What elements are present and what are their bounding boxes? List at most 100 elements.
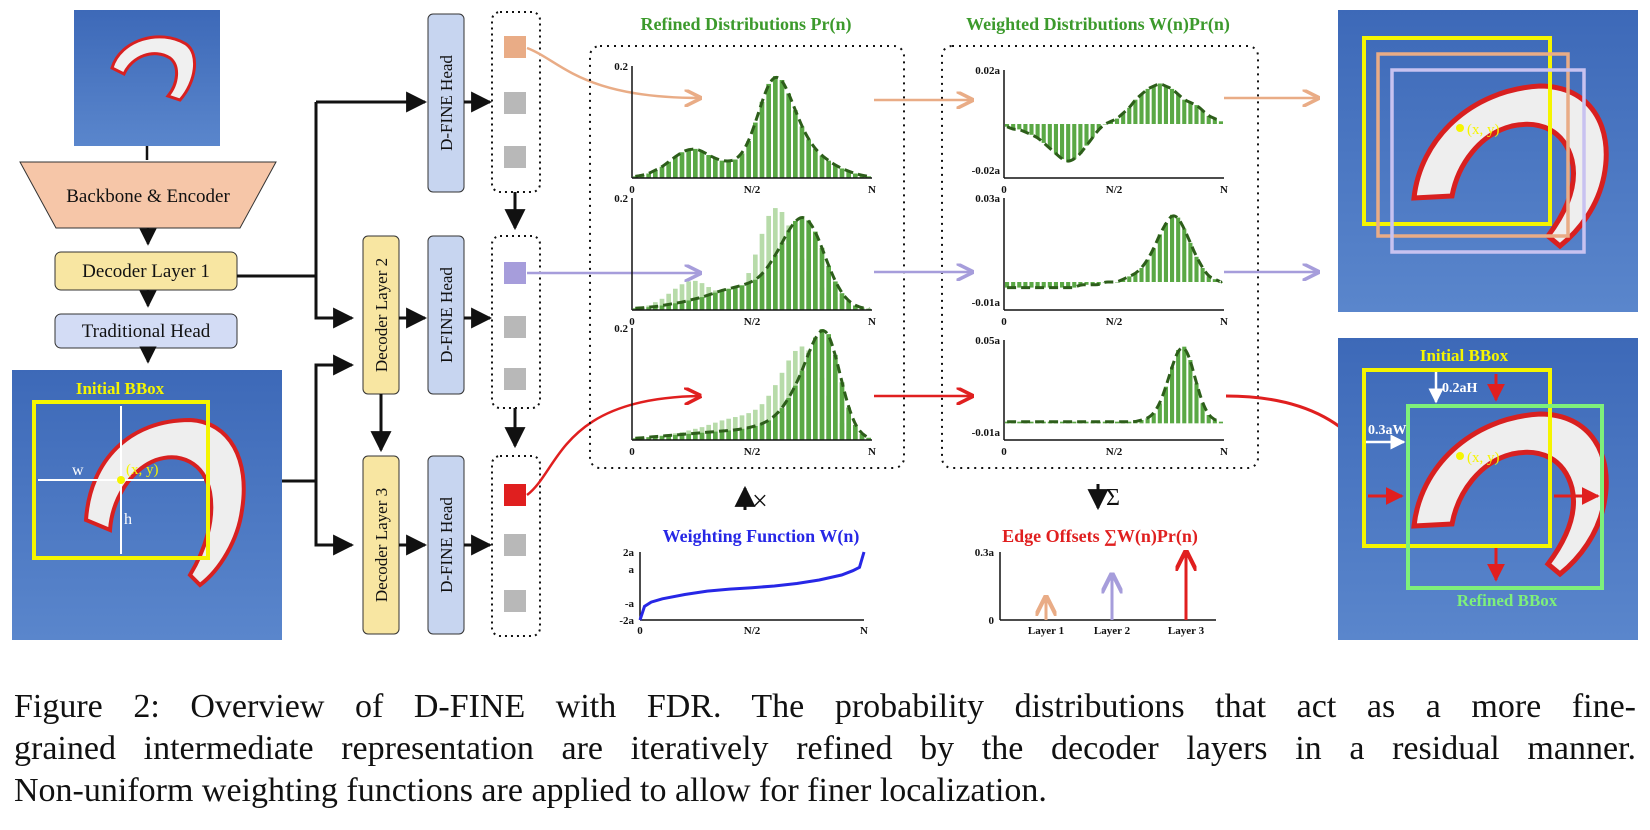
distribution-bar [833, 165, 838, 178]
weighted-bar [1005, 421, 1010, 424]
distribution-bar [673, 156, 678, 178]
weighted-bar [1157, 234, 1162, 282]
weighted-bar [1163, 223, 1168, 282]
weighted-bar [1139, 268, 1144, 282]
distribution-bar [699, 151, 705, 178]
distribution-bar [719, 431, 725, 440]
prev-layer-bar [679, 284, 685, 310]
distribution-bar [786, 230, 791, 310]
distribution-bar [713, 292, 718, 310]
distribution-bar [746, 283, 751, 310]
distribution-bar [733, 429, 738, 440]
distribution-bar [693, 148, 698, 178]
distribution-bar [779, 80, 785, 178]
traditional-head-block: Traditional Head [54, 313, 238, 349]
weighted-bar [1176, 94, 1181, 124]
distribution-bar [726, 430, 731, 440]
weighted-bar [1194, 383, 1199, 424]
prev-layer-bar [739, 415, 745, 440]
distribution-bar [866, 176, 871, 178]
weighted-bar [1176, 350, 1181, 424]
kite-shape-2 [83, 417, 246, 588]
x-tick-label: N [868, 184, 876, 196]
weighted-bar [1029, 124, 1034, 135]
x-tick-label: N/2 [744, 184, 761, 196]
x-tick-label: 0 [1001, 184, 1007, 196]
distribution-bar [826, 334, 831, 440]
weighted-bar [1023, 282, 1028, 288]
weighted-bar [1053, 124, 1058, 154]
y-tick-label: -0.01a [972, 297, 1001, 309]
sum-connector: Σ [1087, 484, 1120, 511]
distribution-bar [673, 434, 678, 440]
figure-caption: Figure 2: Overview of D-FINE with FDR. T… [14, 686, 1636, 812]
weighted-bar [1127, 421, 1132, 424]
weighted-bar [1218, 121, 1223, 124]
weighted-bar [1084, 124, 1089, 146]
x-tick-label: 0 [637, 625, 643, 637]
edge-offsets-title: Edge Offsets ∑W(n)Pr(n) [1002, 526, 1198, 547]
x-tick-label: N/2 [744, 625, 761, 637]
weighted-bar [1151, 413, 1156, 424]
distribution-bar [633, 308, 638, 310]
offset-w-label: 0.3aW [1368, 423, 1407, 438]
weighted-bar [1127, 276, 1132, 282]
x-tick-label: N [860, 625, 868, 637]
input-image [74, 10, 220, 146]
distribution-bar [833, 281, 838, 310]
distribution-curve [635, 75, 870, 178]
distribution-bar [726, 161, 731, 178]
distribution-bar [633, 438, 638, 440]
weighted-bar [1170, 214, 1175, 282]
y-tick-label: 0.03a [975, 193, 1000, 205]
weighted-bar [1090, 124, 1095, 138]
weighted-bar [1035, 282, 1040, 288]
distribution-bar [733, 159, 738, 178]
weighted-bar [1170, 88, 1175, 124]
weighted-curve [1007, 214, 1223, 290]
weighted-bar [1200, 110, 1205, 124]
distribution-bar [746, 141, 751, 178]
y-tick-label: 2a [623, 547, 635, 559]
y-tick-label: a [629, 564, 635, 576]
center-xy-label: (x, y) [126, 462, 159, 478]
weighted-bar [1163, 386, 1168, 424]
weighted-bar [1072, 124, 1077, 160]
weighted-bar [1212, 420, 1217, 424]
weighted-bar [1029, 282, 1034, 288]
distribution-bar [706, 294, 711, 310]
weighted-bar [1188, 242, 1193, 282]
weighted-bar [1133, 99, 1138, 124]
weighted-bar [1005, 282, 1010, 288]
decoder-layer-1-label: Decoder Layer 1 [82, 261, 210, 282]
layer-tick-label: Layer 3 [1168, 625, 1205, 637]
weighted-bar [1194, 256, 1199, 282]
weighted-bar [1011, 124, 1016, 130]
distribution-bar [686, 300, 691, 310]
y-tick-label: 0.2 [614, 193, 628, 205]
distribution-bar [739, 285, 745, 310]
weighted-bar [1060, 421, 1065, 424]
decoder-layer-2-label: Decoder Layer 2 [372, 258, 391, 372]
prev-layer-bar [666, 293, 671, 310]
weighted-bar [1102, 421, 1107, 424]
distribution-bar [853, 424, 858, 440]
weighted-bar [1029, 421, 1034, 424]
x-tick-label: 0 [629, 446, 635, 458]
weighted-bar [1066, 124, 1071, 162]
refined-bbox-image: Initial BBox Refined BBox 0.2aH 0.3aW (x… [1338, 338, 1638, 640]
weighted-bar [1139, 94, 1144, 124]
token-column-2 [491, 235, 541, 409]
layer-tick-label: Layer 1 [1028, 625, 1064, 637]
refined-title: Refined Distributions Pr(n) [641, 14, 852, 35]
distribution-bar [799, 216, 805, 310]
initial-bbox-image: Initial BBox w h (x, y) [12, 370, 282, 640]
distribution-bar [833, 354, 838, 440]
distribution-bar [826, 160, 831, 178]
weighted-bar [1145, 88, 1150, 124]
layer2-bbox [1390, 68, 1586, 254]
x-tick-label: 0 [1001, 316, 1007, 328]
weighted-bar [1023, 124, 1028, 133]
weighted-bar [1078, 124, 1083, 154]
y-tick-label: -a [625, 598, 635, 610]
